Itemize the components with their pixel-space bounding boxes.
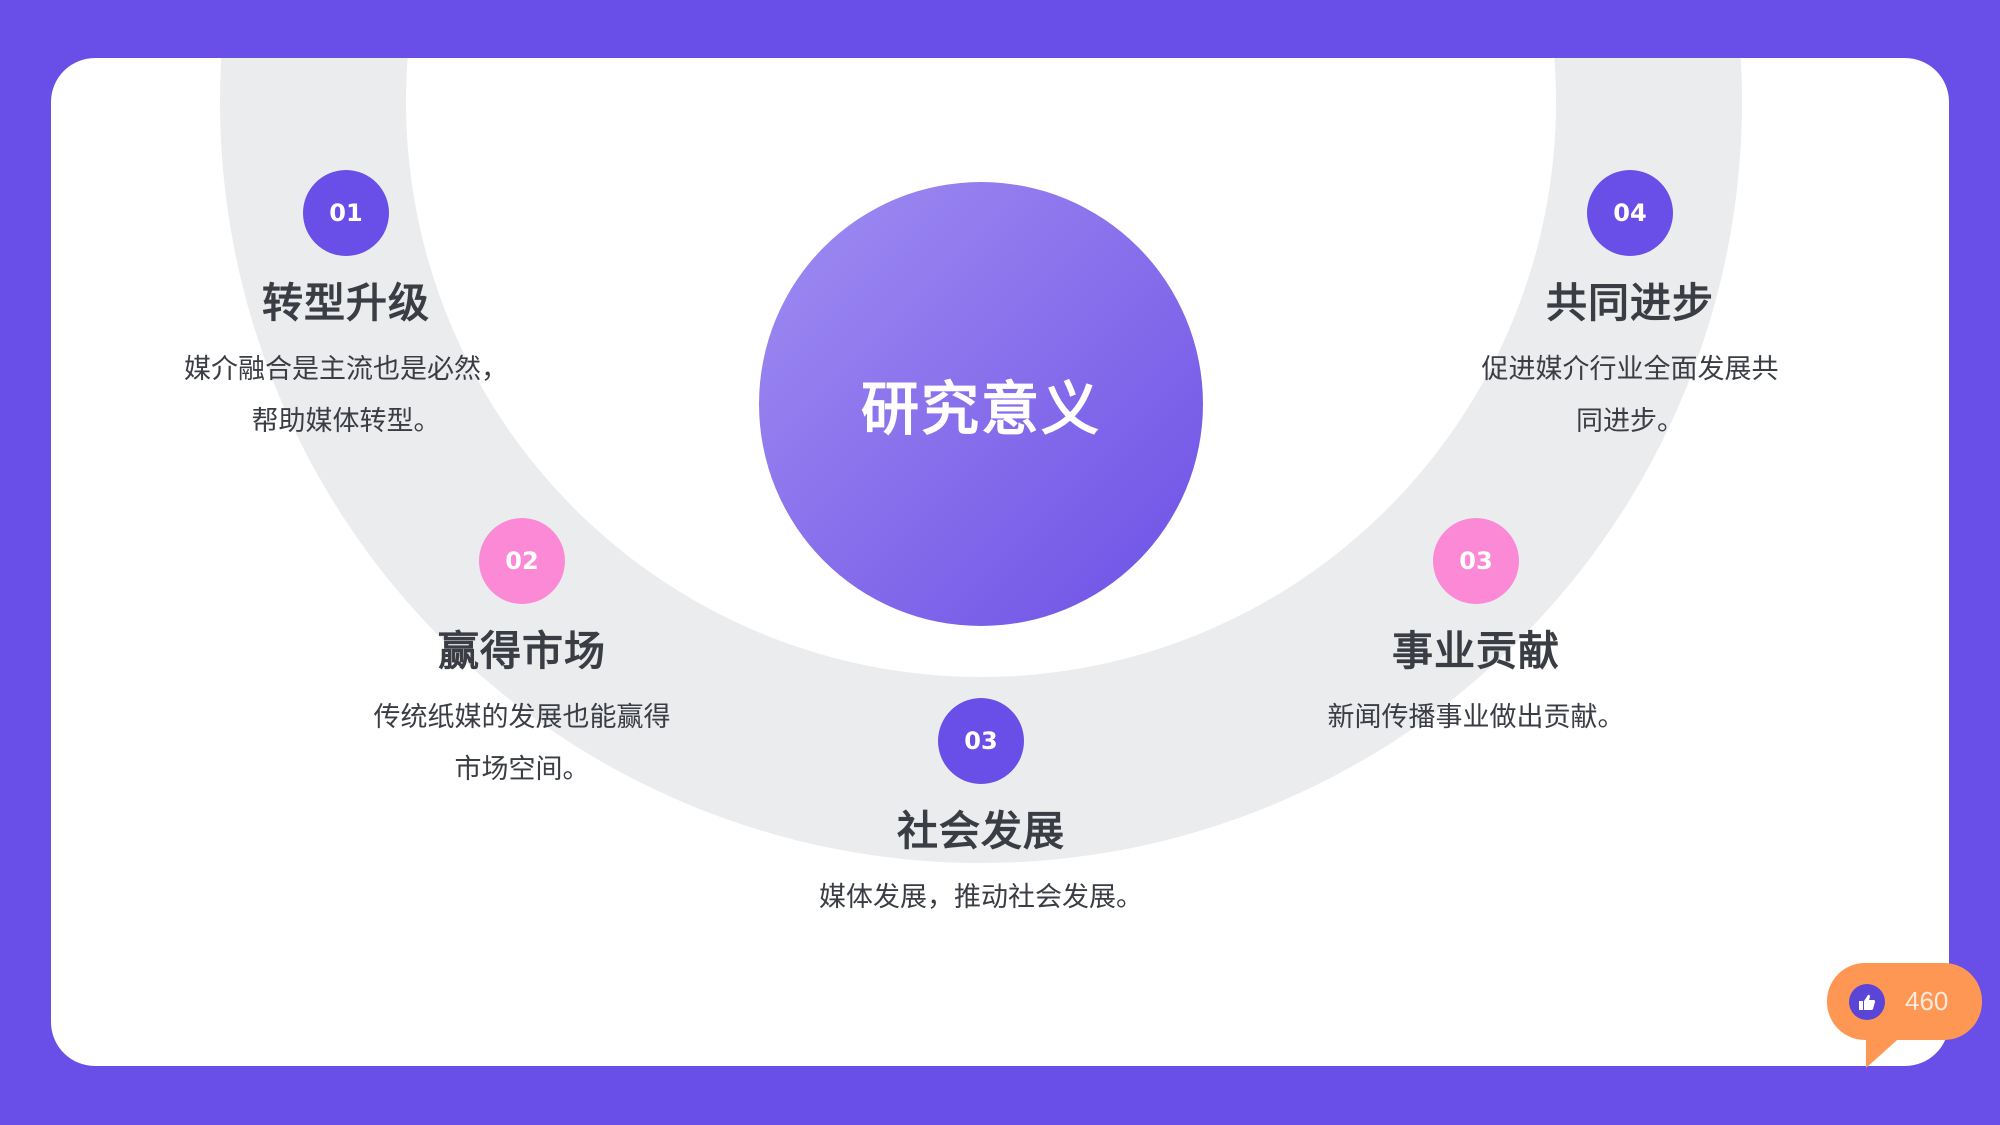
desc-line: 市场空间。 bbox=[454, 754, 590, 785]
point-title: 共同进步 bbox=[1546, 279, 1714, 327]
desc-line: 帮助媒体转型。 bbox=[251, 406, 441, 437]
point-description: 促进媒介行业全面发展共 同进步。 bbox=[1430, 344, 1830, 448]
point-item-02: 02 赢得市场 传统纸媒的发展也能赢得 市场空间。 bbox=[322, 518, 722, 796]
thumbs-up-icon[interactable] bbox=[1849, 983, 1885, 1020]
point-description: 新闻传播事业做出贡献。 bbox=[1276, 692, 1676, 744]
point-title: 赢得市场 bbox=[438, 627, 606, 675]
like-badge[interactable]: 460 bbox=[1827, 963, 1982, 1040]
number-badge: 01 bbox=[303, 170, 389, 256]
desc-line: 传统纸媒的发展也能赢得 bbox=[373, 702, 671, 733]
point-title: 社会发展 bbox=[897, 807, 1065, 855]
point-item-04: 04 共同进步 促进媒介行业全面发展共 同进步。 bbox=[1430, 170, 1830, 448]
point-title: 事业贡献 bbox=[1392, 627, 1560, 675]
point-description: 媒介融合是主流也是必然， 帮助媒体转型。 bbox=[146, 344, 546, 448]
desc-line: 媒体发展，推动社会发展。 bbox=[819, 882, 1143, 913]
number-badge: 03 bbox=[1433, 518, 1519, 604]
number-badge: 02 bbox=[479, 518, 565, 604]
point-title: 转型升级 bbox=[262, 279, 430, 327]
point-item-03-bottom: 03 社会发展 媒体发展，推动社会发展。 bbox=[781, 698, 1181, 924]
point-item-01: 01 转型升级 媒介融合是主流也是必然， 帮助媒体转型。 bbox=[146, 170, 546, 448]
number-badge: 03 bbox=[938, 698, 1024, 784]
desc-line: 新闻传播事业做出贡献。 bbox=[1327, 702, 1625, 733]
point-item-03-right: 03 事业贡献 新闻传播事业做出贡献。 bbox=[1276, 518, 1676, 744]
center-circle: 研究意义 bbox=[759, 182, 1203, 626]
like-count: 460 bbox=[1905, 986, 1949, 1016]
point-description: 媒体发展，推动社会发展。 bbox=[781, 872, 1181, 924]
number-badge: 04 bbox=[1587, 170, 1673, 256]
point-description: 传统纸媒的发展也能赢得 市场空间。 bbox=[322, 692, 722, 796]
desc-line: 促进媒介行业全面发展共 bbox=[1481, 354, 1779, 385]
desc-line: 媒介融合是主流也是必然， bbox=[184, 354, 508, 385]
center-title: 研究意义 bbox=[860, 375, 1101, 443]
desc-line: 同进步。 bbox=[1576, 406, 1684, 437]
